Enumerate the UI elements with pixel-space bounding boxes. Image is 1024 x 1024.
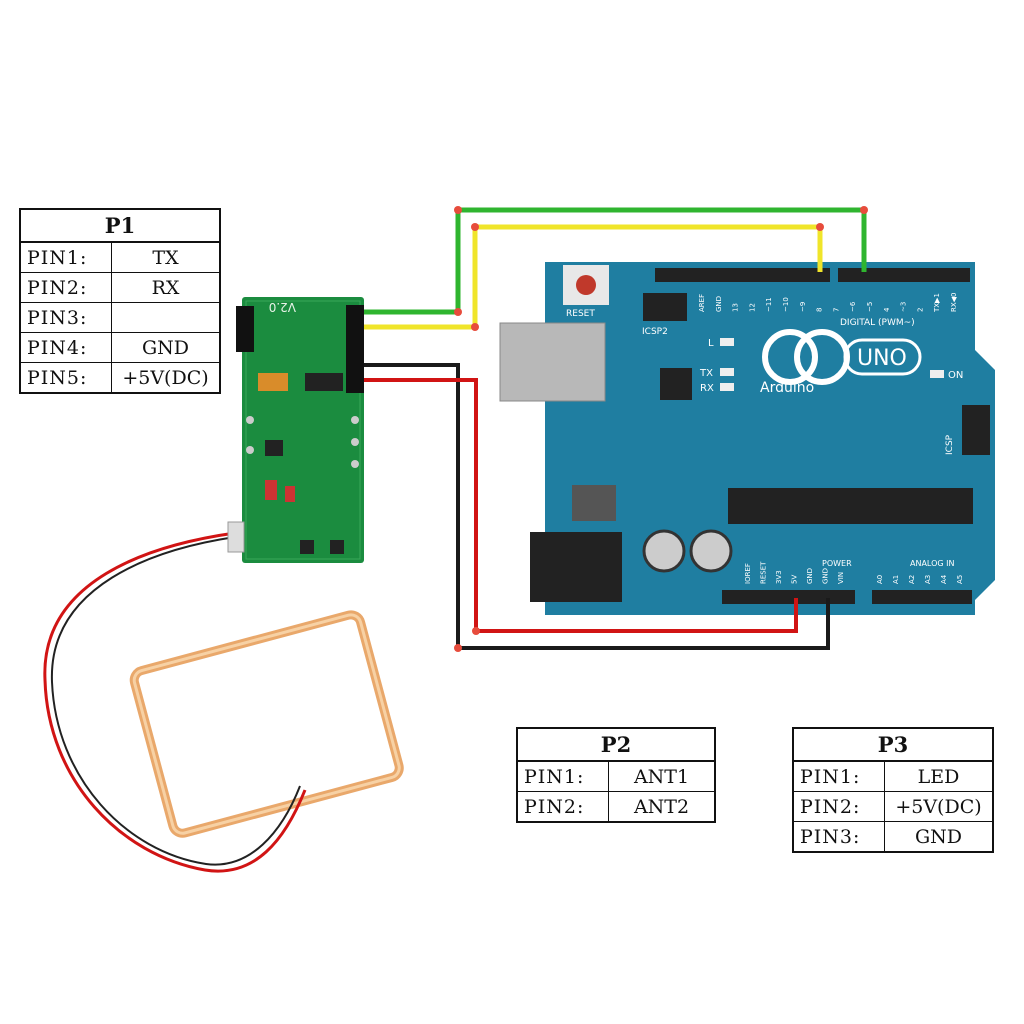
led-rx-label: RX xyxy=(700,383,714,394)
pin-value: GND xyxy=(884,821,993,852)
pin-label: 2 xyxy=(916,308,924,312)
pin-label: TX▶1 xyxy=(933,293,941,313)
pin-label: A4 xyxy=(940,574,948,584)
pin-name: PIN4: xyxy=(20,332,112,363)
rfid-version-label: V2.0 xyxy=(269,300,296,314)
uno-logo: UNO xyxy=(857,346,907,371)
table-title: P1 xyxy=(20,209,220,243)
icsp2-label: ICSP2 xyxy=(642,327,668,337)
pin-name: PIN1: xyxy=(20,241,112,273)
pin-value: LED xyxy=(884,760,993,792)
pin-name: PIN1: xyxy=(517,760,609,792)
pin-label: ~6 xyxy=(849,301,857,312)
pin-value: TX xyxy=(111,241,220,273)
pin-name: PIN2: xyxy=(20,272,112,303)
pin-label: 3V3 xyxy=(775,570,783,584)
pin-label: A2 xyxy=(908,575,916,584)
digital-pin-labels: AREF GND 13 12 ~11 ~10 ~9 8 7 ~6 ~5 4 ~3 2 TX▶1 RX◀0 xyxy=(698,293,958,314)
pin-label: A5 xyxy=(956,575,964,584)
pin-label: ~10 xyxy=(782,297,790,312)
pin-label: AREF xyxy=(698,294,706,312)
antenna-coil xyxy=(129,610,404,838)
digital-label: DIGITAL (PWM~) xyxy=(840,318,915,328)
pin-name: PIN5: xyxy=(20,362,112,393)
analog-pin-labels: A0 A1 A2 A3 A4 A5 xyxy=(876,574,964,584)
pin-label: ~11 xyxy=(765,297,773,312)
pin-label: A1 xyxy=(892,575,900,584)
wire-junctions xyxy=(454,206,868,652)
antenna-wire-black xyxy=(50,536,301,866)
pin-label: 12 xyxy=(748,303,756,312)
pin-label: 8 xyxy=(816,308,824,312)
power-label: POWER xyxy=(822,559,852,568)
pin-name: PIN3: xyxy=(20,302,112,333)
led-on-label: ON xyxy=(948,370,963,381)
pin-value xyxy=(111,302,220,333)
pin-value: RX xyxy=(111,272,220,303)
pin-label: A3 xyxy=(924,575,932,584)
arduino-brand: Arduino xyxy=(760,380,814,396)
pin-value: ANT1 xyxy=(608,760,715,792)
pin-value: ANT2 xyxy=(608,791,715,822)
pin-name: PIN1: xyxy=(793,760,885,792)
icsp-label: ICSP xyxy=(945,434,955,455)
arduino-board: RESET ICSP2 DIGITAL (PWM~) UNO Arduino L… xyxy=(499,262,995,615)
led-tx-label: TX xyxy=(699,368,713,379)
pin-table-p2: P2 PIN1:ANT1 PIN2:ANT2 xyxy=(516,727,716,823)
pin-table-p1: P1 PIN1:TX PIN2:RX PIN3: PIN4:GND PIN5:+… xyxy=(19,208,221,394)
pin-label: RX◀0 xyxy=(950,293,958,313)
pin-label: ~5 xyxy=(866,302,874,312)
pin-label: ~3 xyxy=(900,302,908,312)
pin-value: +5V(DC) xyxy=(884,791,993,822)
pin-table-p3: P3 PIN1:LED PIN2:+5V(DC) PIN3:GND xyxy=(792,727,994,853)
rfid-module: V2.0 xyxy=(227,297,364,563)
pin-label: VIN xyxy=(837,572,845,584)
pin-label: 7 xyxy=(832,308,840,312)
pin-label: ~9 xyxy=(799,302,807,312)
pin-name: PIN2: xyxy=(793,791,885,822)
pin-label: GND xyxy=(806,568,814,584)
pin-label: 4 xyxy=(883,307,891,312)
pin-name: PIN2: xyxy=(517,791,609,822)
power-pin-labels: IOREF RESET 3V3 5V GND GND VIN xyxy=(744,561,845,584)
pin-label: 5V xyxy=(791,575,799,584)
analog-label: ANALOG IN xyxy=(910,559,955,568)
table-title: P2 xyxy=(517,728,715,762)
pin-label: GND xyxy=(715,296,723,312)
table-title: P3 xyxy=(793,728,993,762)
pin-value: GND xyxy=(111,332,220,363)
antenna-wire-red xyxy=(43,531,307,873)
reset-label: RESET xyxy=(566,309,595,319)
pin-label: RESET xyxy=(760,561,768,584)
pin-label: 13 xyxy=(732,303,740,312)
led-l-label: L xyxy=(708,338,714,349)
pin-label: A0 xyxy=(876,575,884,584)
pin-label: GND xyxy=(822,568,830,584)
pin-name: PIN3: xyxy=(793,821,885,852)
pin-value: +5V(DC) xyxy=(111,362,220,393)
pin-label: IOREF xyxy=(744,563,752,584)
